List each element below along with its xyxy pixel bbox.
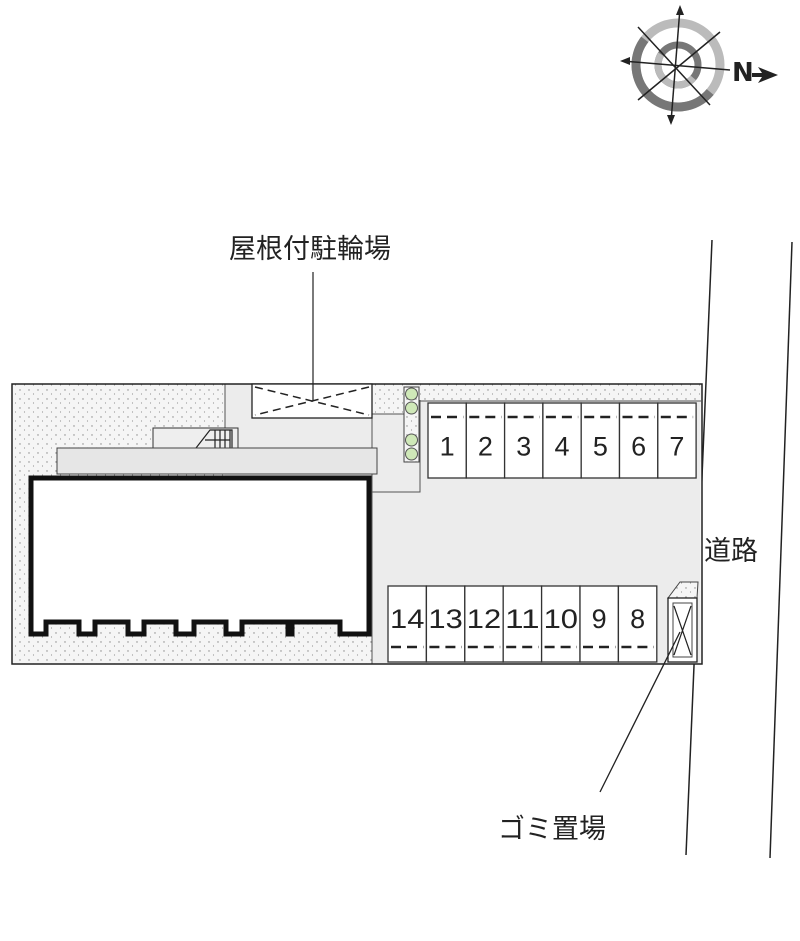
stall-outline (427, 402, 467, 479)
stall-number: 2 (478, 432, 493, 462)
stall-outline (465, 402, 506, 479)
parking-stall-12: 12 (464, 585, 504, 663)
parking-stall-4: 4 (542, 402, 582, 479)
stall-outline (540, 585, 581, 663)
parking-stall-14: 14 (387, 585, 428, 663)
parking-stall-11: 11 (502, 585, 543, 663)
parking-stall-9: 9 (579, 585, 620, 663)
parking-stall-1: 1 (427, 402, 467, 479)
covered-bike-parking: 屋根付駐輪場 (229, 234, 391, 419)
parking-stall-10: 10 (540, 585, 581, 663)
stall-number: 5 (593, 432, 608, 462)
stall-number: 3 (516, 432, 531, 462)
stall-outline (617, 585, 658, 663)
stall-number: 12 (467, 604, 501, 634)
parking-stall-7: 7 (657, 402, 697, 479)
stall-outline (387, 585, 428, 663)
stall-outline (618, 402, 659, 479)
hedge (403, 386, 420, 463)
road-edge-right (769, 241, 793, 859)
parking-stall-8: 8 (617, 585, 658, 663)
stall-number: 7 (669, 432, 684, 462)
garbage-area: ゴミ置場 (498, 581, 699, 845)
stall-outline (579, 585, 620, 663)
compass-icon: N (620, 5, 778, 125)
parking-stall-6: 6 (618, 402, 659, 479)
parking-stall-2: 2 (465, 402, 506, 479)
stall-number: 6 (631, 432, 646, 462)
stairs-icon (195, 429, 233, 449)
parking-stall-5: 5 (580, 402, 621, 479)
stall-number: 8 (630, 604, 645, 634)
parking-stall-3: 3 (503, 402, 544, 479)
stall-number: 13 (428, 604, 462, 634)
stall-outline (425, 585, 466, 663)
stall-outline (580, 402, 621, 479)
stall-outline (503, 402, 544, 479)
north-label: N (732, 58, 754, 88)
stall-number: 10 (544, 604, 578, 634)
parking-stall-13: 13 (425, 585, 466, 663)
stall-outline (657, 402, 697, 479)
stall-number: 14 (390, 604, 424, 634)
garbage-label: ゴミ置場 (498, 814, 606, 845)
stall-number: 4 (555, 432, 570, 462)
road-label: 道路 (704, 536, 758, 567)
stall-outline (502, 585, 543, 663)
bike-parking-label: 屋根付駐輪場 (229, 234, 391, 265)
building (28, 427, 378, 637)
stall-number: 11 (505, 604, 539, 634)
stall-number: 9 (592, 604, 607, 634)
stall-number: 1 (440, 432, 455, 462)
